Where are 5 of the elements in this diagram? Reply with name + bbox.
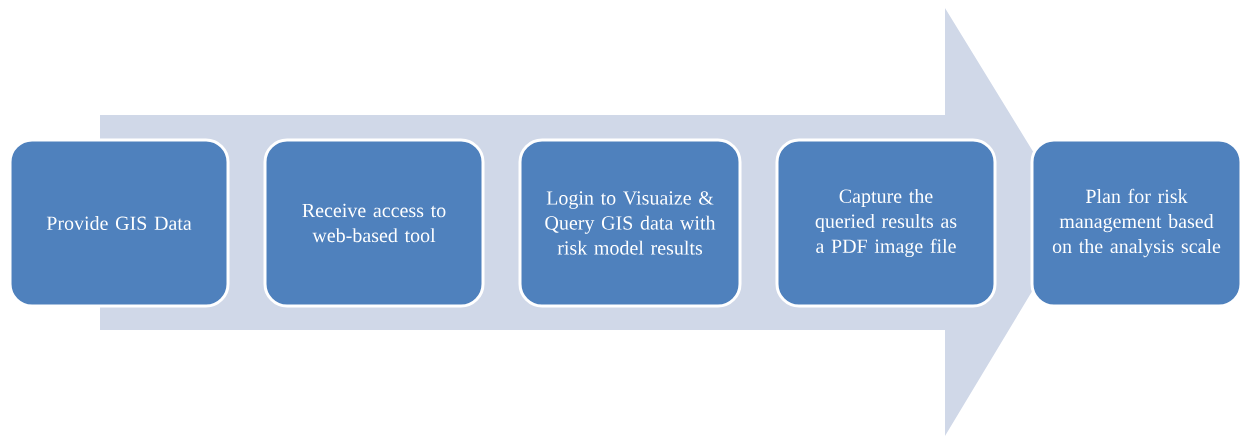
- process-box: Login to Visuaize & Query GIS data with risk model results: [518, 138, 742, 308]
- process-box: Provide GIS Data: [8, 138, 230, 308]
- process-box: Plan for risk management based on the analysis scale: [1030, 138, 1243, 308]
- process-box: Capture the queried results as a PDF image file: [775, 138, 997, 308]
- process-box: Receive access to web-based tool: [263, 138, 485, 308]
